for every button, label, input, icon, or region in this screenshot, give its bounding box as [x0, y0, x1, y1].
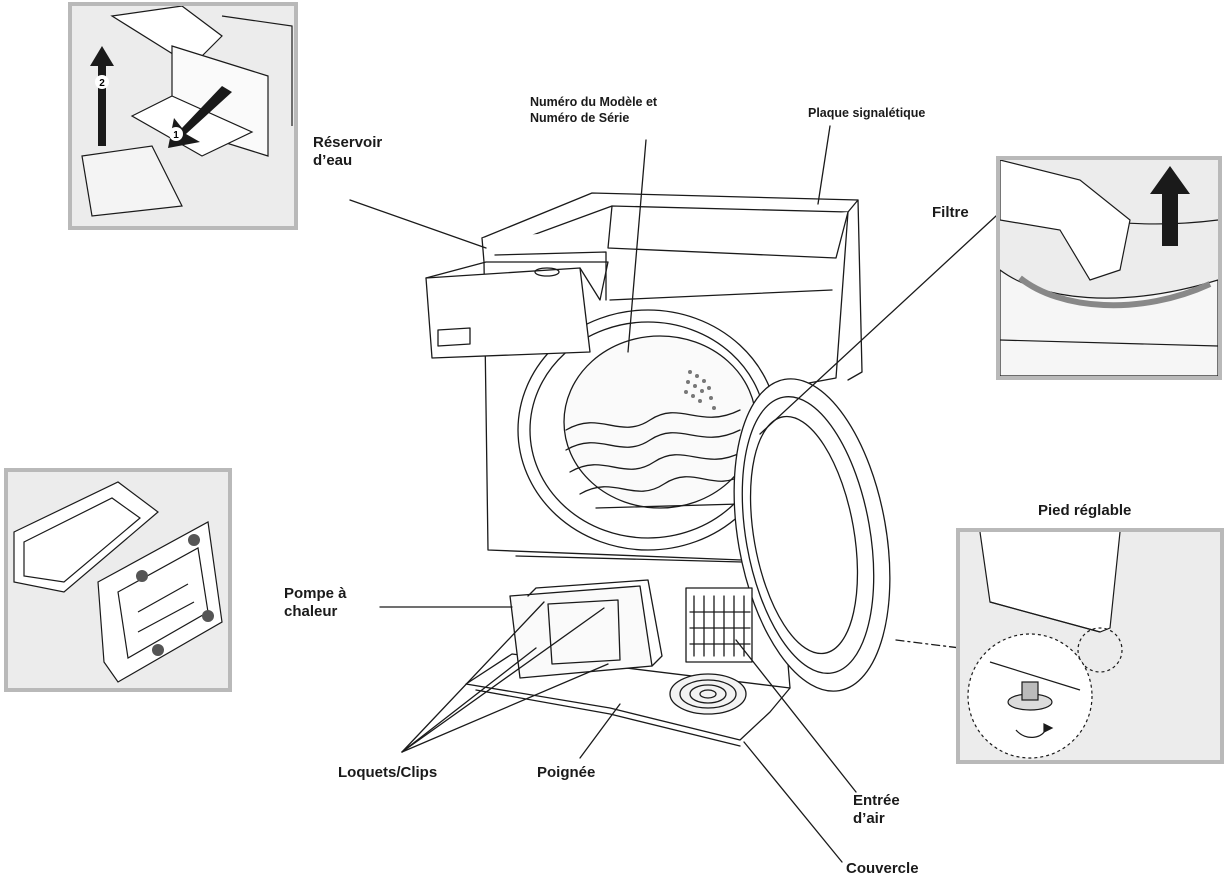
label-water-tank-line1: Réservoir — [313, 134, 383, 151]
leader-handle — [579, 703, 621, 759]
label-air-inlet: Entrée d’air — [853, 792, 900, 828]
step-2-number: 2 — [99, 78, 105, 89]
label-model-serial: Numéro du Modèle et Numéro de Série — [530, 94, 657, 126]
label-cover: Couvercle — [846, 860, 919, 877]
door-outer — [733, 378, 891, 692]
leader-cover — [743, 741, 843, 863]
heat-pump-cover — [509, 585, 653, 679]
label-air-inlet-line1: Entrée — [853, 792, 900, 809]
label-heat-pump-line2: chaleur — [284, 603, 338, 620]
leader-latch-2 — [401, 647, 537, 753]
hand-icon — [110, 6, 223, 67]
inset-water-tank: 2 1 — [68, 2, 298, 230]
step-1-number: 1 — [173, 130, 179, 141]
leader-water-tank — [349, 199, 487, 249]
label-water-tank-line2: d’eau — [313, 152, 353, 169]
leader-filter — [759, 215, 997, 435]
leader-air-inlet — [735, 639, 857, 793]
inset-adjustable-foot — [956, 528, 1224, 764]
leader-rating-plate — [817, 125, 831, 205]
leader-model-serial — [627, 139, 647, 353]
drum-inner — [563, 335, 757, 509]
leader-latch-4 — [401, 663, 609, 753]
inset-filter — [996, 156, 1222, 380]
label-rating-plate: Plaque signalétique — [808, 106, 926, 120]
inset-heat-pump-cover — [4, 468, 232, 692]
leader-latch-1 — [401, 601, 545, 753]
label-model-serial-line2: Numéro de Série — [530, 111, 630, 125]
air-inlet-grille — [685, 587, 753, 663]
label-water-tank: Réservoir d’eau — [313, 134, 382, 170]
label-air-inlet-line2: d’air — [853, 810, 885, 827]
label-heat-pump-line1: Pompe à — [284, 585, 347, 602]
label-latches: Loquets/Clips — [338, 764, 438, 781]
arrow-up-icon — [1150, 166, 1190, 246]
label-handle: Poignée — [537, 764, 596, 781]
label-adjustable-foot: Pied réglable — [1038, 502, 1132, 519]
leader-latch-3 — [401, 607, 605, 753]
label-heat-pump: Pompe à chaleur — [284, 585, 347, 621]
water-tank-drawer — [425, 267, 591, 359]
label-model-serial-line1: Numéro du Modèle et — [530, 95, 658, 109]
label-filter: Filtre — [932, 204, 969, 221]
leader-foot — [895, 639, 961, 649]
arm-icon — [1000, 160, 1131, 281]
cover-panel-icon — [97, 521, 223, 683]
